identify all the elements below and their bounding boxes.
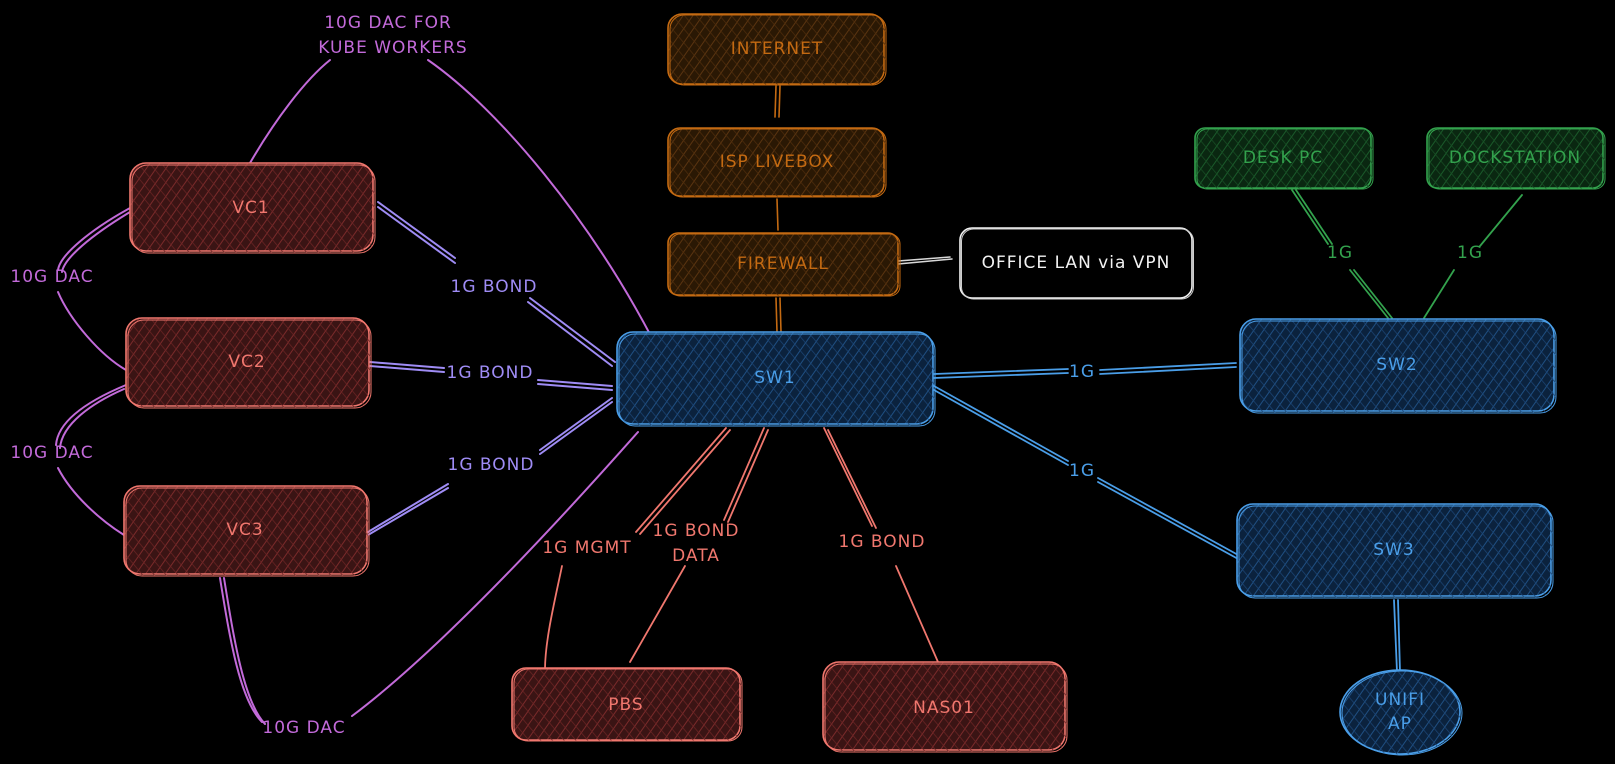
edge-labels: 10G DAC FOR KUBE WORKERS 10G DAC 10G DAC… (10, 13, 1483, 738)
unifi-ap-label-line1: UNIFI (1375, 690, 1425, 710)
pbs-node[interactable]: PBS (511, 667, 743, 742)
unifi-ap-node[interactable]: UNIFI AP (1339, 669, 1463, 756)
link-pbs-mgmt (544, 427, 731, 671)
link-internet-isp (774, 85, 781, 118)
internet-node[interactable]: INTERNET (667, 13, 887, 86)
desk-pc-link-label: 1G (1327, 243, 1353, 263)
link-vc1-sw1 (377, 201, 616, 367)
link-firewall-office (897, 256, 953, 265)
vc1-bond-label: 1G BOND (451, 277, 538, 297)
link-vc2-vc3 (55, 384, 127, 536)
vc1-node[interactable]: VC1 (129, 162, 376, 254)
vc2-bond-label: 1G BOND (447, 363, 534, 383)
link-vc1-vc2 (57, 207, 131, 371)
dac-kube-label-line2: KUBE WORKERS (318, 38, 467, 58)
pbs-label: PBS (608, 695, 643, 715)
desk-pc-label: DESK PC (1243, 148, 1323, 168)
link-sw1-sw2 (933, 362, 1237, 379)
sw3-label: SW3 (1373, 540, 1414, 560)
link-kube-vc1 (249, 59, 331, 164)
vc3-sw1-dac-label: 10G DAC (262, 718, 345, 738)
office-lan-label: OFFICE LAN via VPN (982, 253, 1171, 273)
link-sw3-unifi (1393, 599, 1401, 673)
connections (55, 59, 1523, 725)
nodes: INTERNET ISP LIVEBOX FIREWALL OFFICE LAN… (123, 13, 1606, 756)
firewall-label: FIREWALL (737, 254, 829, 274)
pbs-bond-label-line1: 1G BOND (653, 521, 740, 541)
link-deskpc-sw2 (1291, 189, 1393, 319)
dockstation-link-label: 1G (1457, 243, 1483, 263)
link-pbs-bond (629, 427, 769, 663)
pbs-bond-label-line2: DATA (672, 546, 720, 566)
sw2-label: SW2 (1376, 355, 1417, 375)
nas-bond-label: 1G BOND (839, 532, 926, 552)
dockstation-node[interactable]: DOCKSTATION (1426, 127, 1606, 190)
nas01-label: NAS01 (913, 698, 975, 718)
sw1-label: SW1 (754, 368, 795, 388)
isp-livebox-label: ISP LIVEBOX (720, 152, 835, 172)
link-kube-sw1 (427, 59, 653, 339)
vc3-node[interactable]: VC3 (123, 485, 370, 577)
link-sw1-sw3 (933, 385, 1241, 561)
vc3-label: VC3 (226, 520, 263, 540)
link-dockstation-sw2 (1423, 194, 1523, 319)
link-isp-firewall (776, 198, 779, 231)
link-nas-bond (823, 427, 939, 663)
desk-pc-node[interactable]: DESK PC (1194, 127, 1374, 190)
firewall-node[interactable]: FIREWALL (667, 232, 901, 297)
sw3-node[interactable]: SW3 (1236, 503, 1554, 599)
office-lan-node[interactable]: OFFICE LAN via VPN (959, 227, 1194, 300)
internet-label: INTERNET (731, 39, 824, 59)
dockstation-label: DOCKSTATION (1449, 148, 1581, 168)
isp-livebox-node[interactable]: ISP LIVEBOX (667, 127, 887, 198)
vc2-vc3-dac-label: 10G DAC (10, 443, 93, 463)
unifi-ap-label-line2: AP (1388, 714, 1412, 734)
link-vc3-sw1-dac (219, 431, 639, 725)
vc2-label: VC2 (228, 352, 265, 372)
sw1-sw2-label: 1G (1069, 362, 1095, 382)
vc2-node[interactable]: VC2 (125, 317, 372, 409)
link-firewall-sw1 (775, 297, 782, 333)
sw2-node[interactable]: SW2 (1239, 318, 1557, 414)
sw1-sw3-label: 1G (1069, 461, 1095, 481)
sw1-node[interactable]: SW1 (616, 331, 936, 427)
vc1-vc2-dac-label: 10G DAC (10, 267, 93, 287)
link-vc3-sw1 (367, 397, 613, 536)
pbs-mgmt-label: 1G MGMT (542, 538, 631, 558)
nas01-node[interactable]: NAS01 (822, 661, 1068, 753)
vc3-bond-label: 1G BOND (448, 455, 535, 475)
dac-kube-label-line1: 10G DAC FOR (324, 13, 452, 33)
vc1-label: VC1 (232, 198, 269, 218)
link-vc2-sw1 (369, 361, 613, 391)
